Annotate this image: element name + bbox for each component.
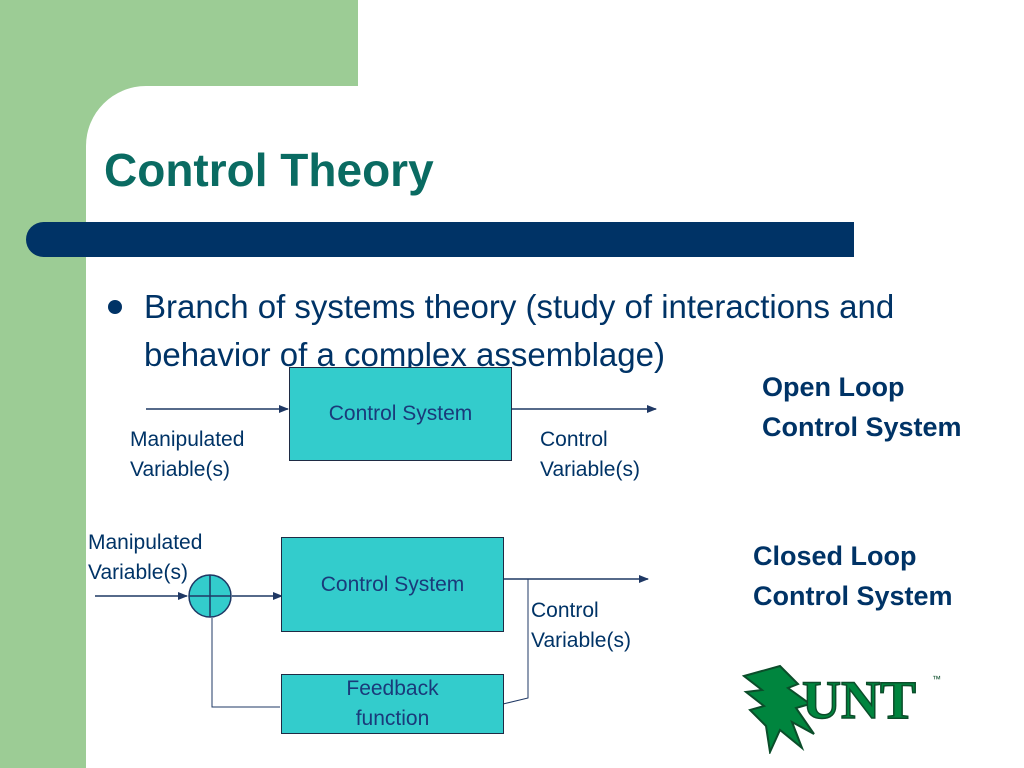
feedback-function-box: Feedback function — [281, 674, 504, 734]
closed-loop-input-label: Manipulated Variable(s) — [88, 531, 203, 584]
eagle-logo-icon: UNT ™ — [741, 664, 941, 756]
slide-title: Control Theory — [104, 144, 434, 196]
open-loop-control-system-box: Control System — [289, 367, 512, 461]
top-decor-bar — [0, 0, 358, 86]
closed-loop-output-label: Control Variable(s) — [531, 599, 631, 652]
logo-wordmark: UNT — [802, 670, 916, 730]
unt-logo: UNT ™ — [740, 664, 950, 756]
summing-junction-icon — [188, 574, 232, 618]
open-loop-heading: Open Loop Control System — [762, 372, 962, 442]
open-loop-output-label: Control Variable(s) — [540, 428, 640, 481]
left-decor-bar — [0, 0, 86, 768]
logo-trademark: ™ — [932, 674, 941, 684]
open-loop-input-label: Manipulated Variable(s) — [130, 428, 245, 481]
feedback-tap-line — [502, 579, 529, 705]
bullet-text: Branch of systems theory (study of inter… — [144, 288, 895, 373]
title-underline-bar — [26, 222, 854, 257]
closed-loop-control-system-box: Control System — [281, 537, 504, 632]
decor-corner-mask — [86, 86, 206, 206]
feedback-return-line — [211, 618, 280, 708]
bullet-icon — [108, 300, 122, 314]
closed-loop-heading: Closed Loop Control System — [753, 541, 953, 611]
